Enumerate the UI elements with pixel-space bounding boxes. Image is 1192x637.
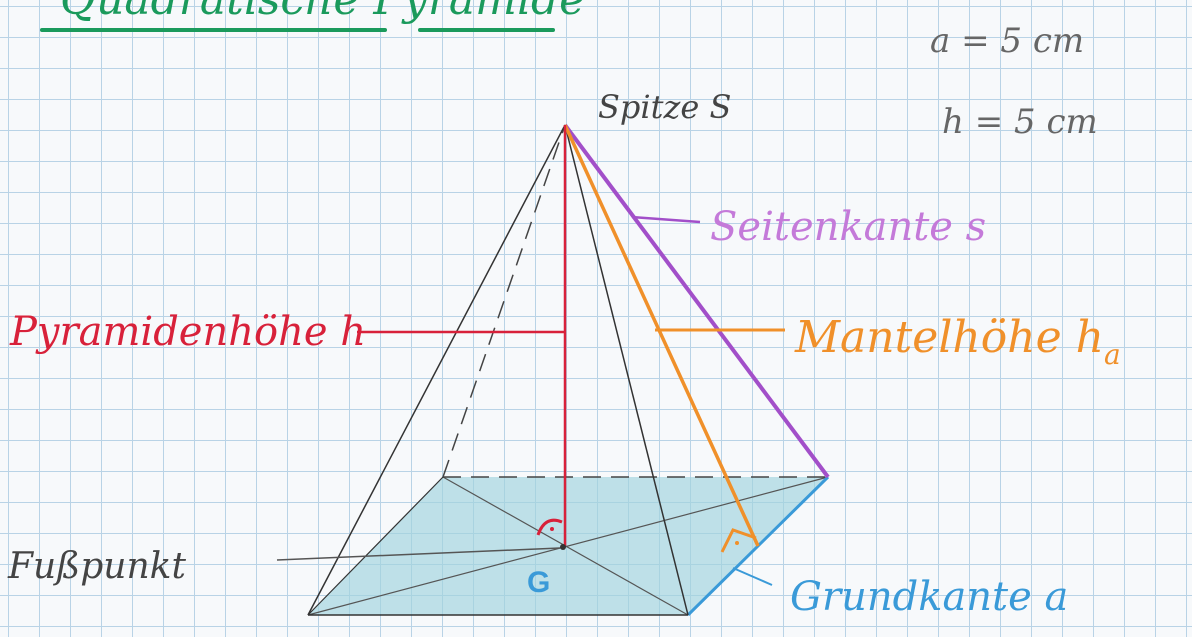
title: Quadratische Pyramide [60, 0, 585, 25]
lateral-edge-label: Seitenkante s [710, 204, 986, 250]
height-right-angle [536, 518, 563, 536]
foot-point-dot [560, 544, 566, 550]
base-center-label: G [527, 566, 550, 599]
lateral-edge-s [563, 123, 830, 479]
given-a: a = 5 cm [930, 21, 1084, 61]
pyramid-height-label: Pyramidenhöhe h [9, 309, 366, 355]
base-diagonal-1 [307, 476, 829, 616]
slant-right-angle-dot [735, 541, 739, 545]
slant-right-angle [720, 528, 757, 553]
foot-point-label: Fußpunkt [7, 546, 186, 587]
slant-height-label-main: Mantelhöhe h [794, 312, 1104, 363]
slant-height-line [563, 124, 760, 547]
apex-label: Spitze S [598, 88, 731, 126]
slant-height-label: Mantelhöhe ha [794, 312, 1121, 371]
lateral-edge-front-left [307, 124, 566, 616]
lateral-edge-pointer [631, 215, 701, 224]
base-edge-label: Grundkante a [790, 574, 1068, 620]
base-edge-pointer [732, 567, 773, 586]
slant-height-label-sub: a [1104, 338, 1121, 371]
lateral-edge-front-right [564, 124, 689, 616]
height-right-angle-dot [550, 527, 554, 531]
given-h: h = 5 cm [942, 102, 1098, 142]
foot-point-pointer [276, 547, 561, 561]
left-base-edge [307, 476, 444, 616]
hidden-lateral-edge [442, 124, 566, 478]
